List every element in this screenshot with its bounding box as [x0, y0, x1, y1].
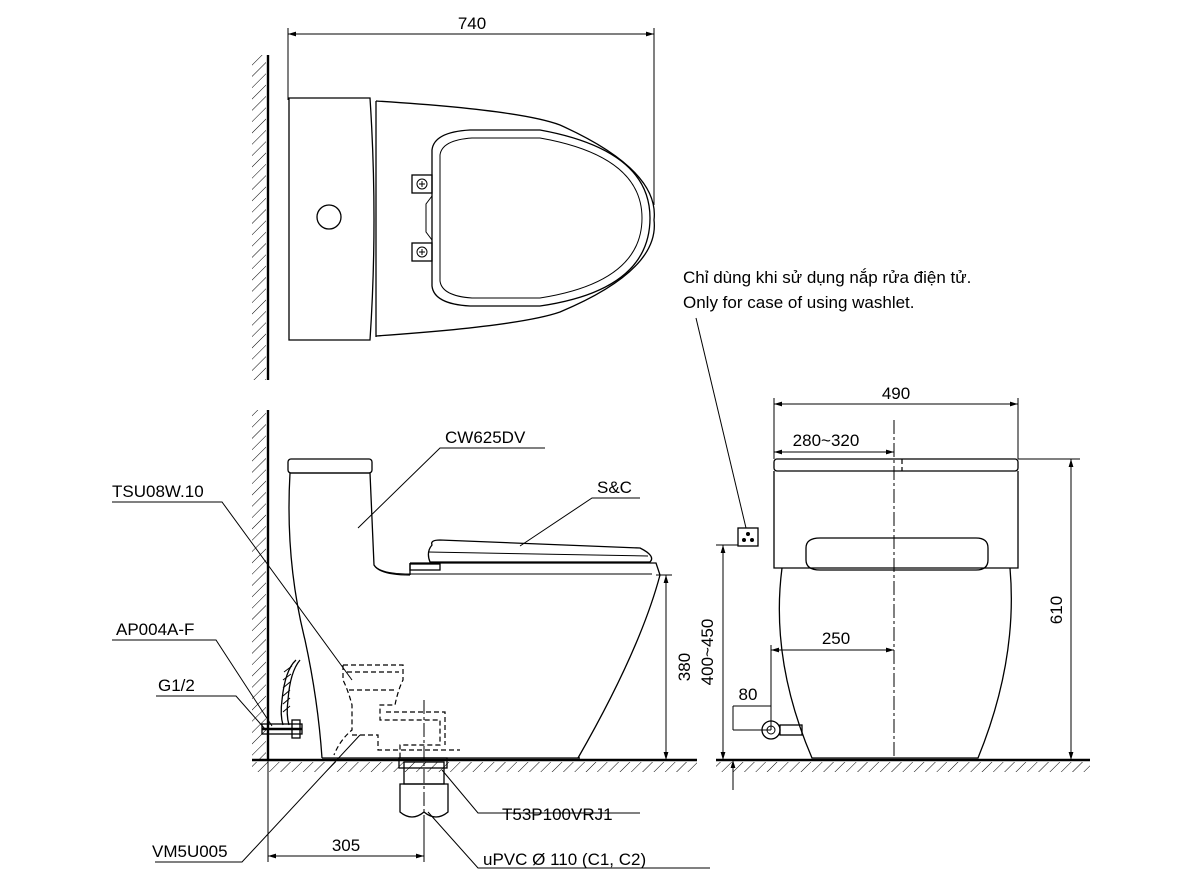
thread-label: G1/2	[158, 676, 195, 695]
front-total-height-dimension: 610	[1047, 596, 1066, 624]
front-center-dimension: 250	[822, 629, 850, 648]
front-view	[695, 317, 1090, 790]
note-vietnamese: Chỉ dùng khi sử dụng nắp rửa điện tử.	[683, 268, 971, 287]
model-label: CW625DV	[445, 428, 526, 447]
side-height-dimension: 380	[675, 653, 694, 681]
side-view	[112, 410, 710, 869]
side-length-dimension: 305	[332, 836, 360, 855]
top-view	[252, 28, 655, 380]
angle-valve-label: AP004A-F	[116, 620, 194, 639]
front-width-dimension: 490	[882, 384, 910, 403]
top-width-dimension: 740	[458, 14, 486, 33]
front-supply-height-dimension: 80	[739, 685, 758, 704]
note-english: Only for case of using washlet.	[683, 293, 915, 312]
supply-hose-label: VM5U005	[152, 842, 228, 861]
flange-label: T53P100VRJ1	[502, 805, 613, 824]
drain-pipe-label: uPVC Ø 110 (C1, C2)	[483, 850, 646, 869]
tank-fitting-label: TSU08W.10	[112, 482, 204, 501]
seat-label: S&C	[597, 478, 632, 497]
front-seat-range-dimension: 280~320	[793, 431, 860, 450]
front-outlet-height-dimension: 400~450	[698, 619, 717, 686]
